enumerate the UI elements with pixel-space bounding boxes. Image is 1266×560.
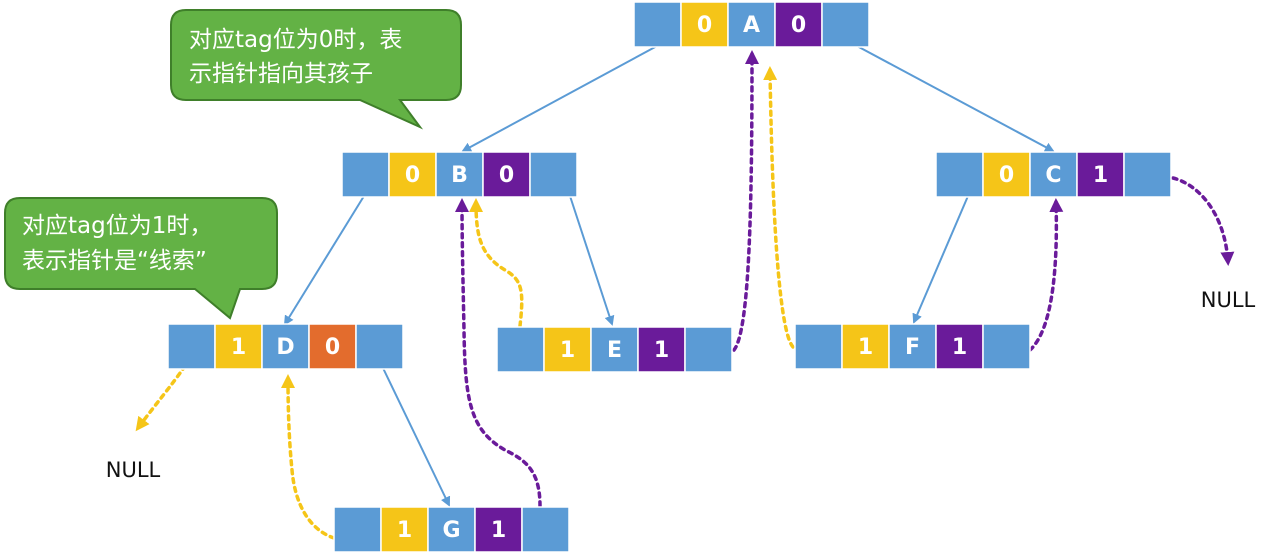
node-f-data-cell [888,323,937,370]
callout-tag0-line1: 对应tag位为0时，表 [189,27,402,53]
edge-c-to-f [912,195,969,324]
node-a-rtag-cell [774,1,823,48]
node-c-rtag: 1 [1093,163,1108,188]
node-b-ltag: 0 [405,163,420,188]
node-d-rchild-field [355,323,404,370]
node-b: 0 B 0 [341,151,578,198]
node-f: 1 F 1 [794,323,1031,370]
callout-tag0-line2: 示指针指向其孩子 [189,61,373,87]
node-b-rtag-cell [482,151,531,198]
node-e-ltag: 1 [560,338,575,363]
thread-f-to-c [1028,198,1064,352]
thread-c-to-null [1171,176,1235,266]
thread-e-to-a [732,50,759,352]
thread-f-to-a [763,66,795,349]
edge-b-to-d [283,195,365,326]
node-a-lchild-field [633,1,682,48]
node-a-data-cell [727,1,776,48]
edge-b-to-e [569,195,615,326]
node-b-lchild-field [341,151,390,198]
callout-tag1-bubble [4,197,278,320]
node-g-data: G [442,518,460,543]
node-d: 1 D 0 [167,323,404,370]
node-e: 1 E 1 [496,326,733,373]
node-g-rtag: 1 [491,518,506,543]
callout-tag1-line1: 对应tag位为1时， [22,213,212,239]
edge-d-to-g [382,367,451,507]
edge-a-to-b [461,45,658,152]
node-a-rchild-field [821,1,870,48]
node-g-data-cell [427,506,476,553]
node-e-rchild-field [684,326,733,373]
node-a: 0 A 0 [633,1,870,48]
node-b-data: B [451,163,468,188]
node-g-ltag: 1 [397,518,412,543]
node-a-data: A [743,13,760,38]
node-c: 0 C 1 [935,151,1172,198]
node-d-rtag: 0 [325,335,340,360]
node-f-rtag-cell [935,323,984,370]
node-g-lchild-field [333,506,382,553]
node-d-data-cell [261,323,310,370]
node-e-rtag: 1 [654,338,669,363]
node-d-data: D [276,335,294,360]
node-c-rtag-cell [1076,151,1125,198]
thread-g-to-b [455,198,542,508]
node-f-data: F [905,335,920,360]
thread-g-to-d [281,374,336,540]
node-f-ltag-cell [841,323,890,370]
node-d-ltag-cell [214,323,263,370]
node-b-rtag: 0 [499,163,514,188]
node-e-data-cell [590,326,639,373]
callout-tag1-line2: 表示指针是“线索” [22,248,207,274]
node-a-ltag: 0 [697,13,712,38]
node-f-ltag: 1 [858,335,873,360]
node-c-rchild-field [1123,151,1172,198]
edge-a-to-c [856,45,1055,152]
node-e-data: E [607,338,622,363]
node-g-ltag-cell [380,506,429,553]
node-c-ltag-cell [982,151,1031,198]
node-b-rchild-field [529,151,578,198]
node-f-rchild-field [982,323,1031,370]
node-e-lchild-field [496,326,545,373]
node-b-data-cell [435,151,484,198]
callout-tag1: 对应tag位为1时， 表示指针是“线索” [4,197,278,320]
null-label-c-right: NULL [1201,288,1256,312]
thread-e-to-b [469,198,524,328]
node-a-rtag: 0 [791,13,806,38]
thread-pointers [135,50,1235,540]
node-f-lchild-field [794,323,843,370]
node-e-ltag-cell [543,326,592,373]
thread-d-to-null [135,364,187,432]
node-g-rchild-field [521,506,570,553]
node-d-ltag: 1 [231,335,246,360]
node-d-lchild-field [167,323,216,370]
node-b-ltag-cell [388,151,437,198]
node-c-data: C [1045,163,1061,188]
callout-tag0-bubble [170,9,462,130]
node-g: 1 G 1 [333,506,570,553]
child-pointer-edges [283,45,1055,507]
node-c-lchild-field [935,151,984,198]
node-c-ltag: 0 [999,163,1014,188]
callout-tag0: 对应tag位为0时，表 示指针指向其孩子 [170,9,462,130]
node-f-rtag: 1 [952,335,967,360]
null-label-d-left: NULL [106,458,161,482]
